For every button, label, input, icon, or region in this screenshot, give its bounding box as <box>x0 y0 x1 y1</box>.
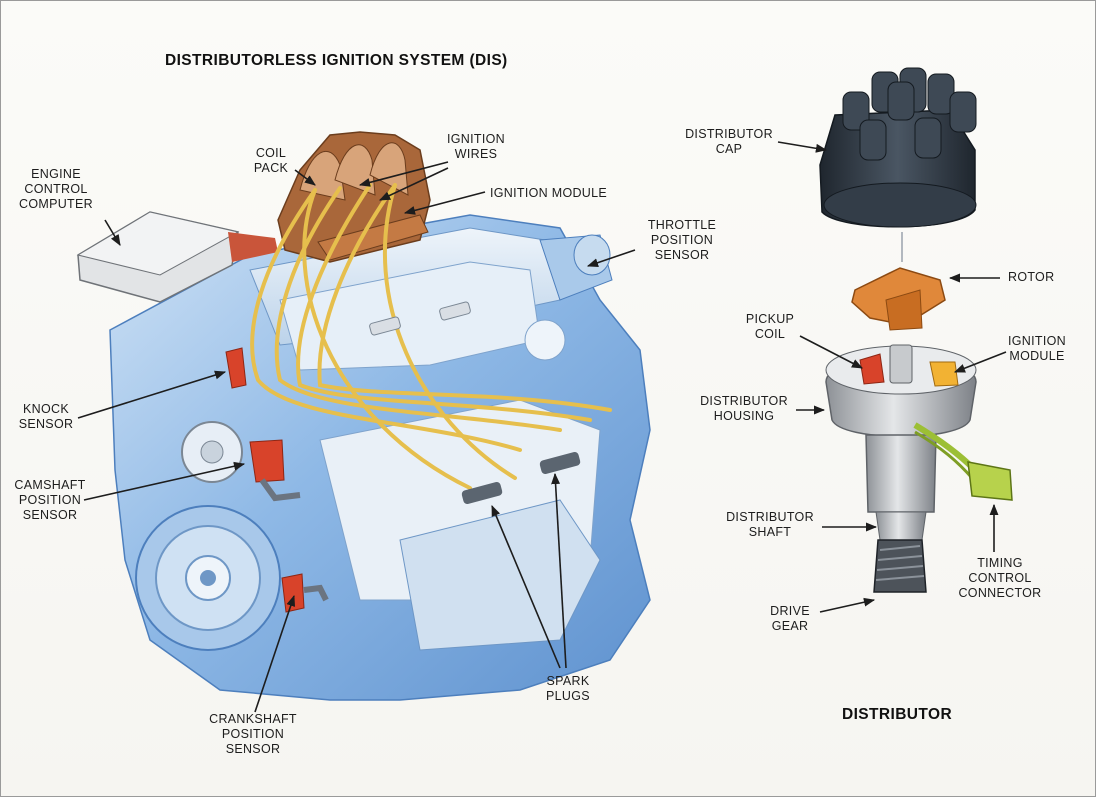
distributor-shaft <box>865 434 937 541</box>
dis-title: DISTRIBUTORLESS IGNITION SYSTEM (DIS) <box>165 52 508 69</box>
coil-pack <box>277 131 431 263</box>
label-ignition-wires: IGNITION WIRES <box>447 132 505 161</box>
camshaft-pulley <box>181 421 243 483</box>
label-throttle-position-sensor: THROTTLE POSITION SENSOR <box>647 218 717 262</box>
distributor-title: DISTRIBUTOR <box>842 706 953 723</box>
label-ignition-module-distributor: IGNITION MODULE <box>1008 334 1066 363</box>
label-spark-plugs: SPARK PLUGS <box>546 674 590 703</box>
label-distributor-shaft: DISTRIBUTOR SHAFT <box>726 510 814 539</box>
label-rotor: ROTOR <box>1008 270 1055 284</box>
label-knock-sensor: KNOCK SENSOR <box>18 402 74 431</box>
spark-plug-boots <box>369 301 581 505</box>
label-distributor-housing: DISTRIBUTOR HOUSING <box>700 394 788 423</box>
label-drive-gear: DRIVE GEAR <box>770 604 810 633</box>
label-engine-control-computer: ENGINE CONTROL COMPUTER <box>19 167 93 211</box>
label-camshaft-position-sensor: CAMSHAFT POSITION SENSOR <box>14 478 86 522</box>
label-ignition-module-dis: IGNITION MODULE <box>490 186 608 200</box>
label-timing-control-connector: TIMING CONTROL CONNECTOR <box>958 556 1042 600</box>
label-coil-pack: COIL PACK <box>253 146 289 175</box>
distributor-cap <box>819 67 977 228</box>
crankshaft-pulley <box>135 505 281 651</box>
leader-lines <box>77 141 1007 713</box>
rotor <box>851 267 946 331</box>
label-distributor-cap: DISTRIBUTOR CAP <box>685 127 773 156</box>
ignition-wires <box>250 183 612 490</box>
timing-control-connector <box>913 422 1013 501</box>
label-crankshaft-position-sensor: CRANKSHAFT POSITION SENSOR <box>209 712 297 756</box>
distributor-housing <box>825 344 977 438</box>
label-pickup-coil: PICKUP COIL <box>745 312 795 341</box>
drive-gear <box>873 539 927 593</box>
